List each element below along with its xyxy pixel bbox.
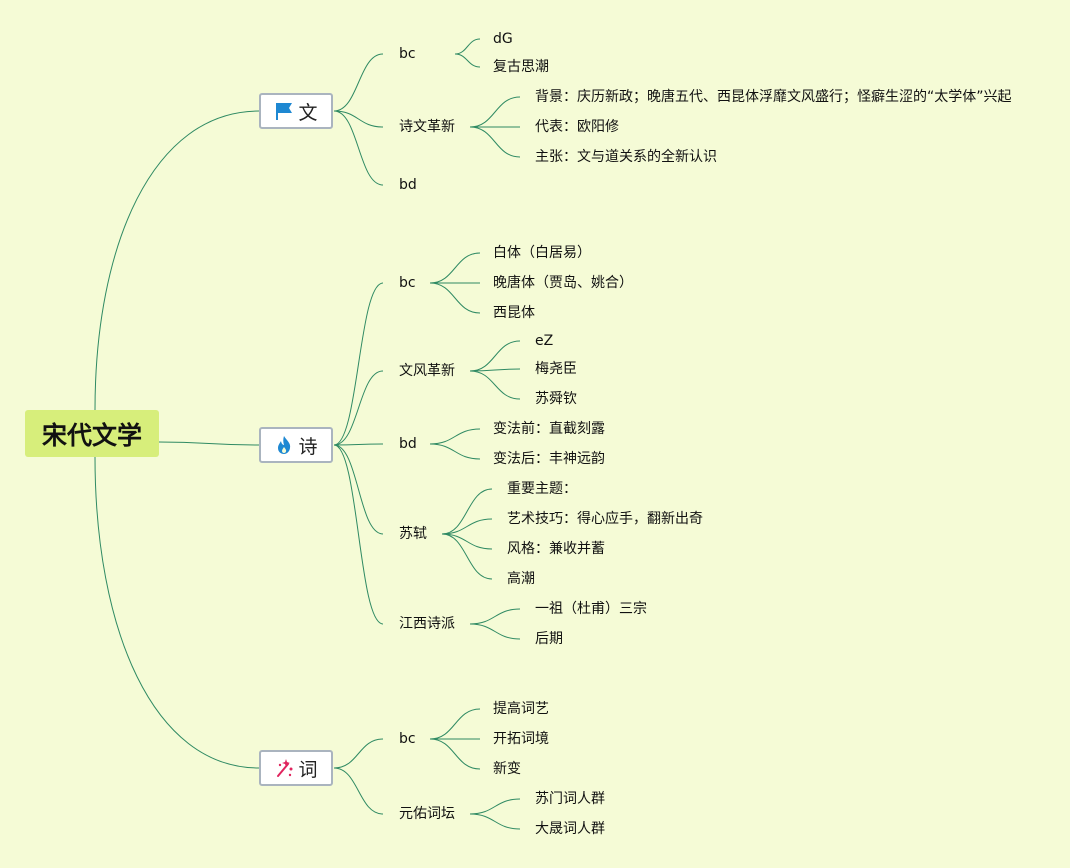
connector-line [333, 110, 384, 128]
topic-ci-yuanyou[interactable]: 元佑词坛 [399, 806, 455, 822]
topic-wen-bd[interactable]: bd [399, 177, 417, 193]
connector-line [333, 444, 384, 625]
connector-line [158, 441, 260, 446]
branch-label: 诗 [298, 435, 318, 458]
topic-shi-bd[interactable]: bd [399, 436, 417, 452]
connector-line [429, 708, 481, 740]
leaf-topic[interactable]: 开拓词境 [493, 731, 549, 747]
connector-line [454, 53, 481, 68]
topic-shi-jiangxi[interactable]: 江西诗派 [399, 616, 455, 632]
leaf-topic[interactable]: 复古思潮 [493, 59, 549, 75]
topic-wen-reform[interactable]: 诗文革新 [399, 119, 455, 135]
leaf-topic[interactable]: 提高词艺 [493, 701, 549, 717]
flame-icon [274, 435, 294, 455]
connector-line [454, 38, 481, 55]
connector-line [441, 533, 493, 580]
connector-line [333, 443, 384, 446]
connector-line [333, 282, 384, 446]
topic-shi-bc[interactable]: bc [399, 275, 416, 291]
connector-line [429, 428, 481, 445]
connector-line [333, 110, 384, 186]
blue-flag-icon [274, 101, 294, 121]
connector-line [333, 738, 384, 769]
branch-ci[interactable]: 词 [259, 750, 333, 786]
leaf-topic[interactable]: 梅尧臣 [535, 361, 577, 377]
connector-line [441, 488, 493, 535]
leaf-topic[interactable]: 风格：兼收并蓄 [507, 541, 605, 557]
connector-line [333, 444, 384, 535]
connector-line [333, 370, 384, 446]
connector-line [469, 96, 521, 128]
connector-line [333, 767, 384, 815]
connector-line [469, 340, 521, 372]
leaf-topic[interactable]: 新变 [493, 761, 521, 777]
leaf-topic[interactable]: 苏舜钦 [535, 391, 577, 407]
leaf-topic[interactable]: 主张：文与道关系的全新认识 [535, 149, 717, 165]
topic-shi-sushi[interactable]: 苏轼 [399, 526, 427, 542]
leaf-topic[interactable]: 晚唐体（贾岛、姚合） [493, 275, 633, 291]
connector-line [441, 533, 493, 550]
leaf-topic[interactable]: 代表：欧阳修 [535, 119, 619, 135]
branch-label: 词 [298, 758, 318, 781]
connector-line [429, 252, 481, 284]
connector-line [429, 282, 481, 314]
leaf-topic[interactable]: 艺术技巧：得心应手，翻新出奇 [507, 511, 703, 527]
leaf-topic[interactable]: 高潮 [507, 571, 535, 587]
leaf-topic[interactable]: 变法后：丰神远韵 [493, 451, 605, 467]
topic-wen-bc[interactable]: bc [399, 46, 416, 62]
root-topic[interactable]: 宋代文学 [25, 410, 159, 457]
branch-wen[interactable]: 文 [259, 93, 333, 129]
connector-line [469, 370, 521, 400]
leaf-topic[interactable]: 变法前：直截刻露 [493, 421, 605, 437]
leaf-topic[interactable]: eZ [535, 333, 554, 349]
connector-line [441, 518, 493, 535]
connector-line [94, 456, 260, 769]
branch-label: 文 [298, 101, 318, 124]
connector-line [469, 368, 521, 372]
connector-line [469, 798, 521, 815]
topic-shi-style-reform[interactable]: 文风革新 [399, 363, 455, 379]
leaf-topic[interactable]: dG [493, 31, 513, 47]
leaf-topic[interactable]: 苏门词人群 [535, 791, 605, 807]
leaf-topic[interactable]: 西昆体 [493, 305, 535, 321]
sparkle-icon [274, 758, 294, 778]
topic-ci-bc[interactable]: bc [399, 731, 416, 747]
connector-line [429, 738, 481, 770]
leaf-topic[interactable]: 白体（白居易） [493, 245, 591, 261]
connector-line [333, 53, 384, 112]
connector-line [469, 608, 521, 625]
leaf-topic[interactable]: 一祖（杜甫）三宗 [535, 601, 647, 617]
leaf-topic[interactable]: 大晟词人群 [535, 821, 605, 837]
connector-line [469, 813, 521, 830]
connector-line [469, 623, 521, 640]
branch-shi[interactable]: 诗 [259, 427, 333, 463]
connector-line [94, 110, 260, 411]
connector-line [429, 443, 481, 460]
leaf-topic[interactable]: 重要主题： [507, 481, 577, 497]
leaf-topic[interactable]: 背景：庆历新政；晚唐五代、西昆体浮靡文风盛行；怪癖生涩的“太学体”兴起 [535, 89, 1012, 105]
leaf-topic[interactable]: 后期 [535, 631, 563, 647]
connector-line [469, 126, 521, 158]
